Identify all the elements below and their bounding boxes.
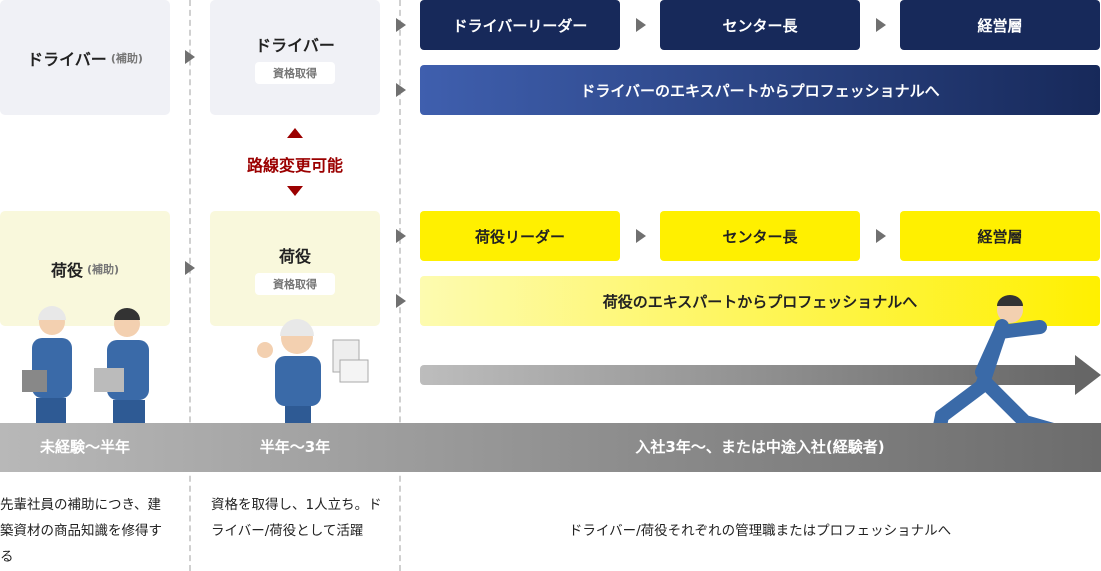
arrow-right-icon xyxy=(876,18,886,32)
arrow-right-icon xyxy=(636,229,646,243)
license-tag: 資格取得 xyxy=(255,272,335,295)
route-change-label: 路線変更可能 xyxy=(246,156,343,175)
stage2-description: 資格を取得し、1人立ち。ドライバー/荷役として活躍 xyxy=(211,497,382,539)
stage2-driver-box: ドライバー資格取得 xyxy=(210,0,380,115)
workers-illustration xyxy=(22,306,149,425)
timeline-band xyxy=(0,423,1101,472)
divider xyxy=(399,0,401,571)
step-center-head: センター長 xyxy=(660,211,860,261)
driver-expert-banner: ドライバーのエキスパートからプロフェッショナルへ xyxy=(420,65,1100,115)
cargo-expert-banner: 荷役のエキスパートからプロフェッショナルへ xyxy=(420,276,1100,326)
running-person-illustration xyxy=(931,295,1067,443)
stage1-cargo-box: 荷役(補助) xyxy=(0,211,170,326)
period-label: 未経験～半年 xyxy=(39,438,130,456)
sub-label: (補助) xyxy=(110,51,143,65)
stage1-description: 先輩社員の補助につき、建築資材の商品知識を修得する xyxy=(0,497,162,565)
arrow-right-icon xyxy=(636,18,646,32)
licensed-worker-illustration xyxy=(257,319,369,425)
stage2-cargo-box: 荷役資格取得 xyxy=(210,211,380,326)
label: ドライバー xyxy=(255,35,335,55)
arrow-right-icon xyxy=(185,50,195,64)
arrow-right-icon xyxy=(876,229,886,243)
license-tag: 資格取得 xyxy=(255,61,335,84)
arrow-right-icon xyxy=(396,294,406,308)
step-management: 経営層 xyxy=(900,211,1100,261)
arrow-up-icon xyxy=(287,128,303,138)
arrow-right-icon xyxy=(185,261,195,275)
step-driver-leader: ドライバーリーダー xyxy=(420,0,620,50)
stage3-description: ドライバー/荷役それぞれの管理職またはプロフェッショナルへ xyxy=(568,523,952,539)
arrow-down-icon xyxy=(287,186,303,196)
sub-label: (補助) xyxy=(86,262,120,276)
step-management: 経営層 xyxy=(900,0,1100,50)
label: ドライバー xyxy=(27,49,107,69)
stage1-driver-box: ドライバー(補助) xyxy=(0,0,170,115)
label: 荷役 xyxy=(278,246,311,266)
arrow-right-icon xyxy=(396,18,406,32)
arrow-right-icon xyxy=(396,229,406,243)
step-cargo-leader: 荷役リーダー xyxy=(420,211,620,261)
progress-arrow-icon xyxy=(420,355,1101,395)
arrow-right-icon xyxy=(396,83,406,97)
period-label: 入社3年〜、または中途入社(経験者) xyxy=(635,438,885,456)
label: 荷役 xyxy=(50,260,83,280)
divider xyxy=(189,0,191,571)
period-label: 半年～3年 xyxy=(259,438,331,456)
step-center-head: センター長 xyxy=(660,0,860,50)
